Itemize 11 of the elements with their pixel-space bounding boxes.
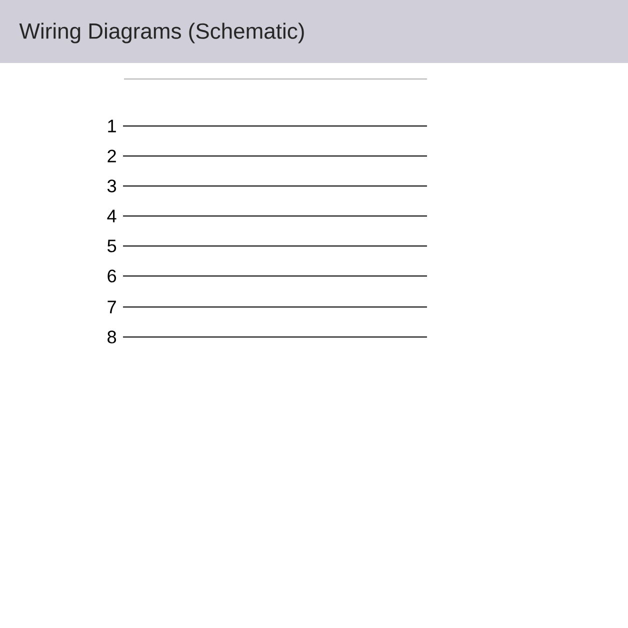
wire [122, 306, 428, 308]
wire [122, 336, 428, 338]
pin-number: 4 [107, 210, 116, 222]
pin-number: 3 [107, 180, 116, 192]
pin-number: 8 [108, 330, 116, 344]
pin-number: 7 [108, 300, 116, 314]
header-bar: Wiring Diagrams (Schematic) [0, 0, 628, 63]
pin-number: 5 [108, 240, 116, 252]
pin-number: 1 [108, 120, 116, 132]
pin-number: 6 [108, 270, 116, 282]
pin-number: 2 [108, 150, 116, 162]
